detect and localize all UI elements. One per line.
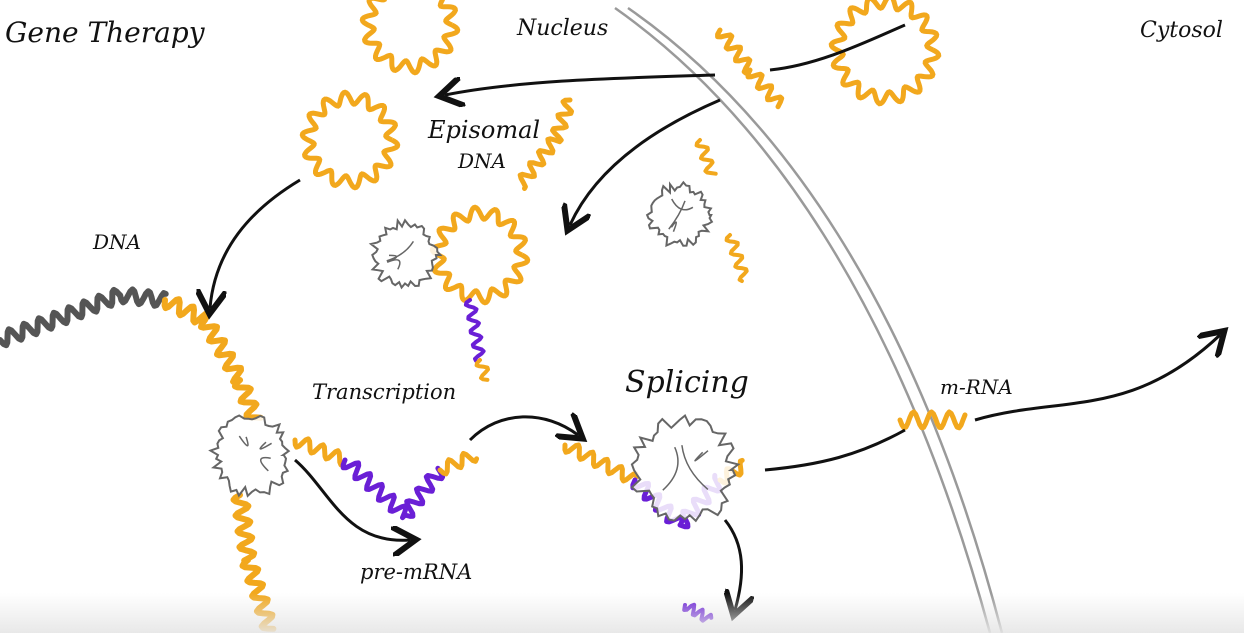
plasmid-cytosol xyxy=(828,0,942,107)
transcription-label: Transcription xyxy=(312,380,457,404)
rna-polymerase xyxy=(208,414,291,498)
episomal-dna-ring xyxy=(299,89,401,191)
integrated-gene-top xyxy=(161,296,264,421)
nucleus-label: Nucleus xyxy=(517,16,609,41)
episomal-dna-label: Episomal DNA xyxy=(428,115,540,176)
arrow-to-pre-mrna xyxy=(294,458,410,540)
splice-exon-left xyxy=(562,442,640,484)
host-dna-left xyxy=(0,286,169,349)
bottom-fade xyxy=(0,593,1244,633)
pre-mrna-intron xyxy=(340,457,446,521)
dna-label: DNA xyxy=(93,230,141,254)
splicing-label: Splicing xyxy=(625,365,749,400)
line-cytosol-vector xyxy=(769,23,906,72)
polymerase-episome xyxy=(368,217,443,290)
line-splicing-to-mrna xyxy=(764,428,906,472)
pre-mrna-label: pre-mRNA xyxy=(360,560,473,584)
title-label: Gene Therapy xyxy=(5,16,205,49)
mature-mrna xyxy=(897,409,968,431)
rna-polymerase-detail xyxy=(238,435,272,472)
fragment-lower-right xyxy=(724,233,749,283)
arrow-import-to-episome xyxy=(445,73,716,95)
arrow-transcription-to-splicing xyxy=(468,417,578,440)
episomal-linear-fragment xyxy=(517,97,574,191)
process-arrows xyxy=(210,23,1220,610)
nuclear-membrane xyxy=(614,6,1004,634)
episomal-label-line1: Episomal xyxy=(428,116,541,144)
arrow-import-to-nucleus xyxy=(570,98,721,225)
arrow-mrna-export xyxy=(974,335,1220,422)
rna-from-episome-end xyxy=(474,358,490,382)
rna-from-episome xyxy=(463,298,486,363)
pre-mrna-exon-1 xyxy=(292,436,346,468)
spliceosome xyxy=(630,414,741,523)
arrow-episome-to-dna xyxy=(210,178,301,308)
spliceosome-detail xyxy=(662,445,709,491)
plasmid-top-nucleus xyxy=(359,0,461,76)
pre-mrna-exon-2 xyxy=(437,450,480,477)
fragment-upper-right xyxy=(694,138,718,176)
polymerase-episome-detail xyxy=(386,241,415,270)
vector-entering-membrane xyxy=(715,27,785,110)
polymerase-upper-right-detail xyxy=(668,198,694,232)
dna-rna-strands xyxy=(0,0,968,632)
cytosol-label: Cytosol xyxy=(1140,18,1223,43)
polymerase-complexes xyxy=(208,180,741,523)
episomal-dna-ring-bound xyxy=(429,204,531,306)
mrna-label: m-RNA xyxy=(940,375,1013,399)
episomal-label-line2: DNA xyxy=(458,149,506,173)
